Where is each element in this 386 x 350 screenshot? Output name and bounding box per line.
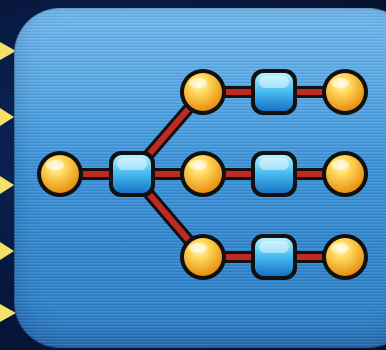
- blue-node-group: [109, 69, 297, 280]
- blue-square-node: [251, 69, 297, 115]
- blue-square-node: [251, 151, 297, 197]
- orange-node-group: [37, 69, 368, 280]
- orange-circle-node: [322, 151, 368, 197]
- orange-circle-node: [180, 151, 226, 197]
- yellow-arrow-marker-icon: [0, 42, 16, 60]
- orange-circle-node: [180, 69, 226, 115]
- orange-circle-node: [180, 234, 226, 280]
- blue-square-node: [251, 234, 297, 280]
- yellow-arrow-marker-icon: [0, 242, 14, 260]
- orange-circle-node: [37, 151, 83, 197]
- yellow-arrow-marker-icon: [0, 176, 14, 194]
- blue-square-node: [109, 151, 155, 197]
- orange-circle-node: [322, 69, 368, 115]
- orange-circle-node: [322, 234, 368, 280]
- yellow-arrow-marker-icon: [0, 108, 14, 126]
- yellow-arrow-marker-icon: [0, 304, 16, 322]
